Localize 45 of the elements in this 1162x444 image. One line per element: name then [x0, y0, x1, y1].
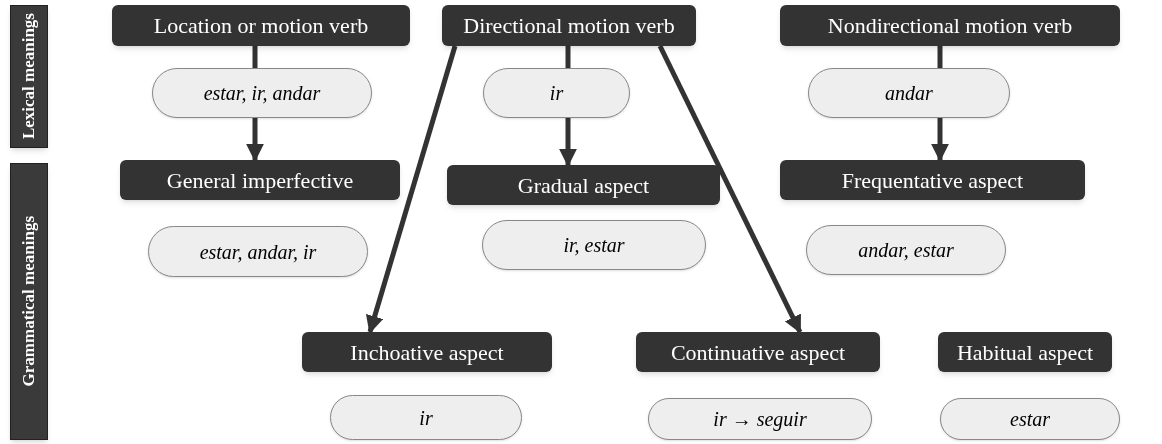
- arrow: [366, 45, 458, 334]
- category-label: Nondirectional motion verb: [827, 12, 1073, 40]
- category-label: General imperfective: [166, 166, 354, 195]
- category-box: [112, 5, 410, 46]
- verb-label: estar, andar, ir: [199, 239, 317, 265]
- category-box: [447, 165, 720, 205]
- verb-label: ir: [549, 81, 564, 106]
- category-box: [442, 5, 696, 46]
- verb-label: andar: [885, 81, 933, 106]
- arrow: [931, 118, 949, 162]
- category-box: [780, 160, 1085, 200]
- verb-label: ir: [419, 405, 433, 431]
- category-label: Gradual aspect: [517, 171, 650, 200]
- verb-pill: [148, 226, 368, 277]
- category-label: Habitual aspect: [956, 338, 1094, 367]
- verb-pill: [482, 220, 706, 270]
- category-label: Location or motion verb: [153, 12, 369, 40]
- verb-pill: [483, 68, 630, 118]
- category-label: Inchoative aspect: [350, 338, 504, 367]
- band-label: Grammatical meanings: [18, 216, 40, 387]
- category-box: [120, 160, 400, 200]
- verb-label: estar: [1010, 407, 1050, 432]
- verb-pill: [808, 68, 1010, 118]
- arrow: [246, 118, 264, 162]
- verb-label: andar, estar: [858, 238, 954, 263]
- category-label: Directional motion verb: [463, 12, 675, 40]
- verb-pill: [330, 395, 522, 440]
- section-band: [10, 5, 48, 148]
- category-label: Frequentative aspect: [841, 166, 1024, 195]
- verb-label: estar, ir, andar: [203, 81, 321, 106]
- verb-pill: [940, 398, 1120, 440]
- verb-pill: [806, 225, 1006, 275]
- section-band: [10, 163, 48, 440]
- category-box: [938, 332, 1112, 372]
- verb-pill: [648, 398, 872, 440]
- verb-pill: [152, 68, 372, 118]
- category-box: [780, 5, 1120, 46]
- arrow: [559, 118, 577, 167]
- category-box: [636, 332, 880, 372]
- band-label: Lexical meanings: [18, 13, 40, 140]
- verb-label: ir, estar: [563, 233, 625, 258]
- category-label: Continuative aspect: [670, 338, 846, 367]
- verb-label: ir → seguir: [713, 407, 807, 433]
- arrow: [657, 44, 803, 334]
- category-box: [302, 332, 552, 372]
